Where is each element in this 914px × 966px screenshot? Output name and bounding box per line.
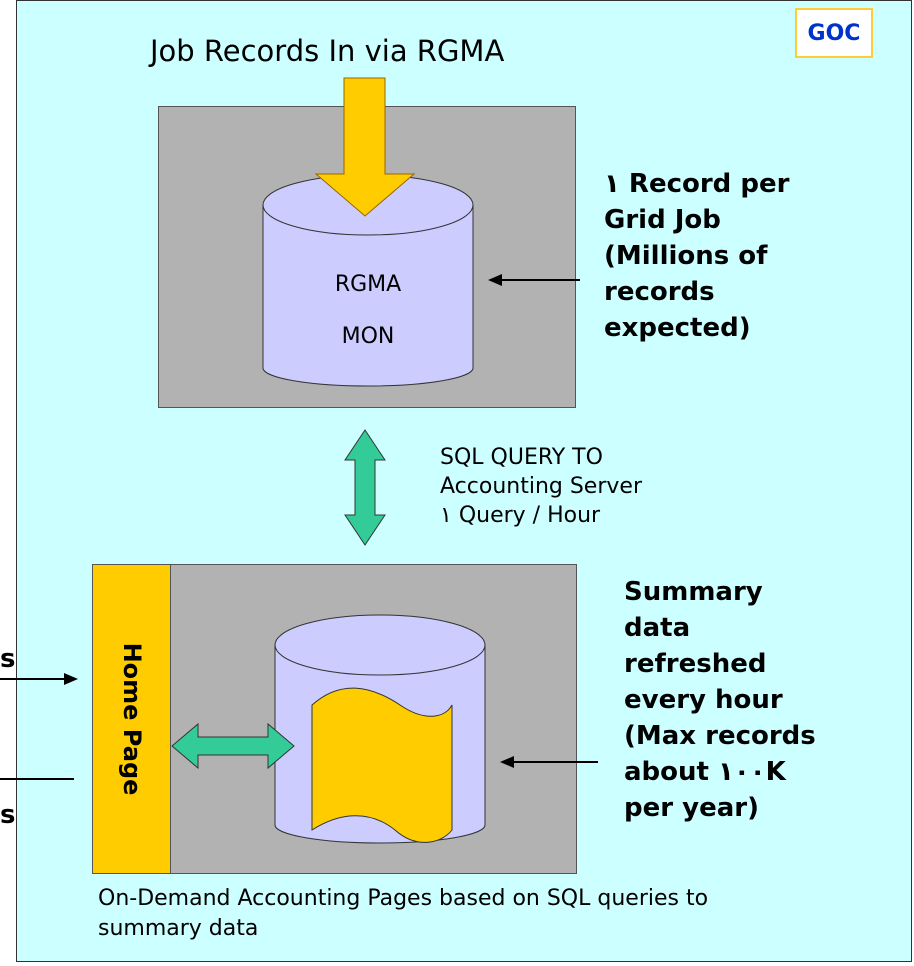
rgma-label: RGMA bbox=[334, 272, 402, 297]
sql-query-note: SQL QUERY TO Accounting Server ١ Query /… bbox=[440, 445, 642, 528]
job-records-in-arrow bbox=[314, 77, 416, 217]
left-clipped-text-2: s bbox=[0, 800, 16, 830]
footer-caption: On-Demand Accounting Pages based on SQL … bbox=[98, 886, 709, 941]
bottom-note-pointer bbox=[500, 756, 598, 768]
bottom-note: Summary data refreshed every hour (Max r… bbox=[624, 577, 816, 823]
home-page-bar[interactable]: Home Page bbox=[92, 564, 171, 874]
sql-query-double-arrow bbox=[344, 429, 386, 546]
top-note-pointer bbox=[488, 274, 580, 286]
goc-badge: GOC bbox=[795, 8, 873, 58]
mon-label: MON bbox=[341, 324, 395, 349]
home-page-database-arrow bbox=[171, 722, 295, 770]
diagram-title: Job Records In via RGMA bbox=[150, 34, 505, 68]
left-incoming-arrow bbox=[0, 673, 78, 685]
summary-data-document-icon bbox=[311, 687, 453, 843]
top-note: ١ Record per Grid Job (Millions of recor… bbox=[604, 169, 790, 343]
left-clipped-text-1: s bbox=[0, 644, 16, 674]
